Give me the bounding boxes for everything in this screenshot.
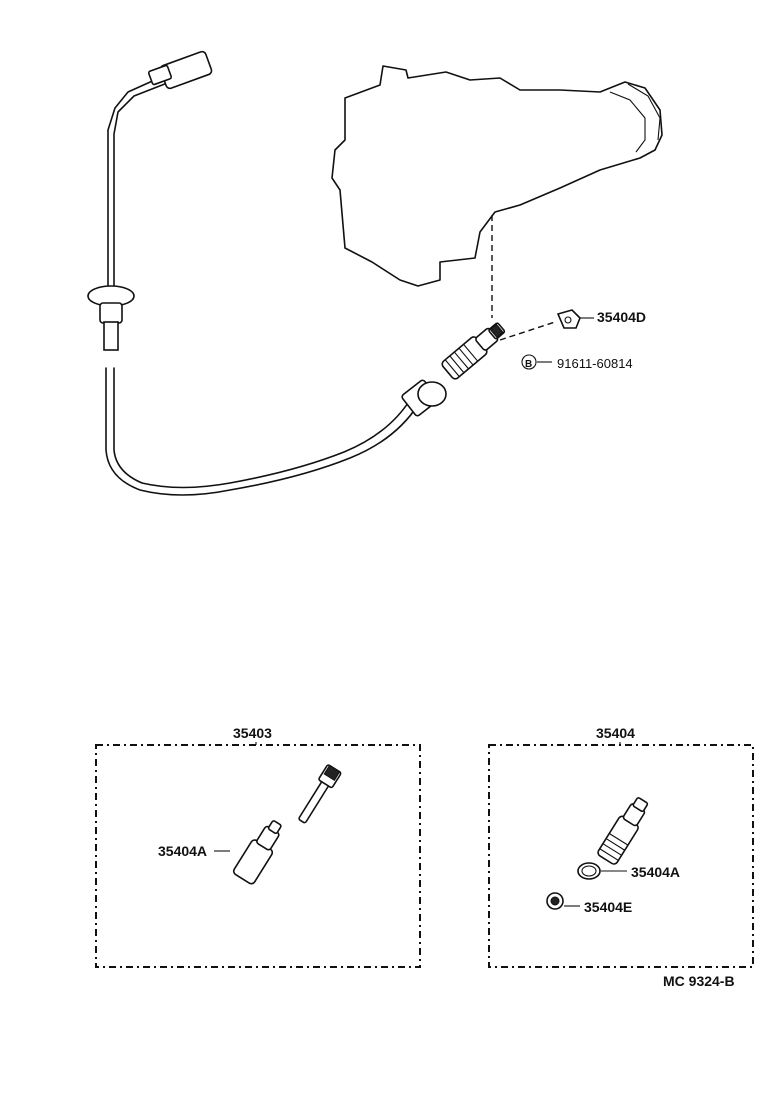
label-bolt-code: B (525, 359, 532, 370)
label-kit-left: 35403 (233, 725, 272, 741)
figure-code: MC 9324-B (663, 973, 735, 989)
transmission-housing (331, 65, 663, 287)
o-ring (577, 862, 601, 880)
driven-gear-assembly (232, 764, 342, 885)
alignment-line-bracket (499, 321, 556, 341)
label-bracket: 35404D (597, 309, 646, 325)
label-kit-left-part: 35404A (158, 843, 207, 859)
label-bolt: 91611-60814 (557, 356, 633, 371)
cable-nut (417, 381, 447, 407)
label-kit-right: 35404 (596, 725, 635, 741)
kit-box-35403 (95, 744, 421, 968)
label-kit-right-ring: 35404A (631, 864, 680, 880)
sleeve-assembly (597, 797, 649, 865)
driven-gear-sleeve (441, 322, 506, 380)
bracket-35404D (556, 309, 581, 329)
bolt-marker-circle (521, 354, 537, 370)
label-kit-right-plug: 35404E (584, 899, 632, 915)
oil-seal-plug (546, 892, 564, 910)
kit-box-35404 (488, 744, 754, 968)
speedometer-cable (87, 50, 447, 496)
